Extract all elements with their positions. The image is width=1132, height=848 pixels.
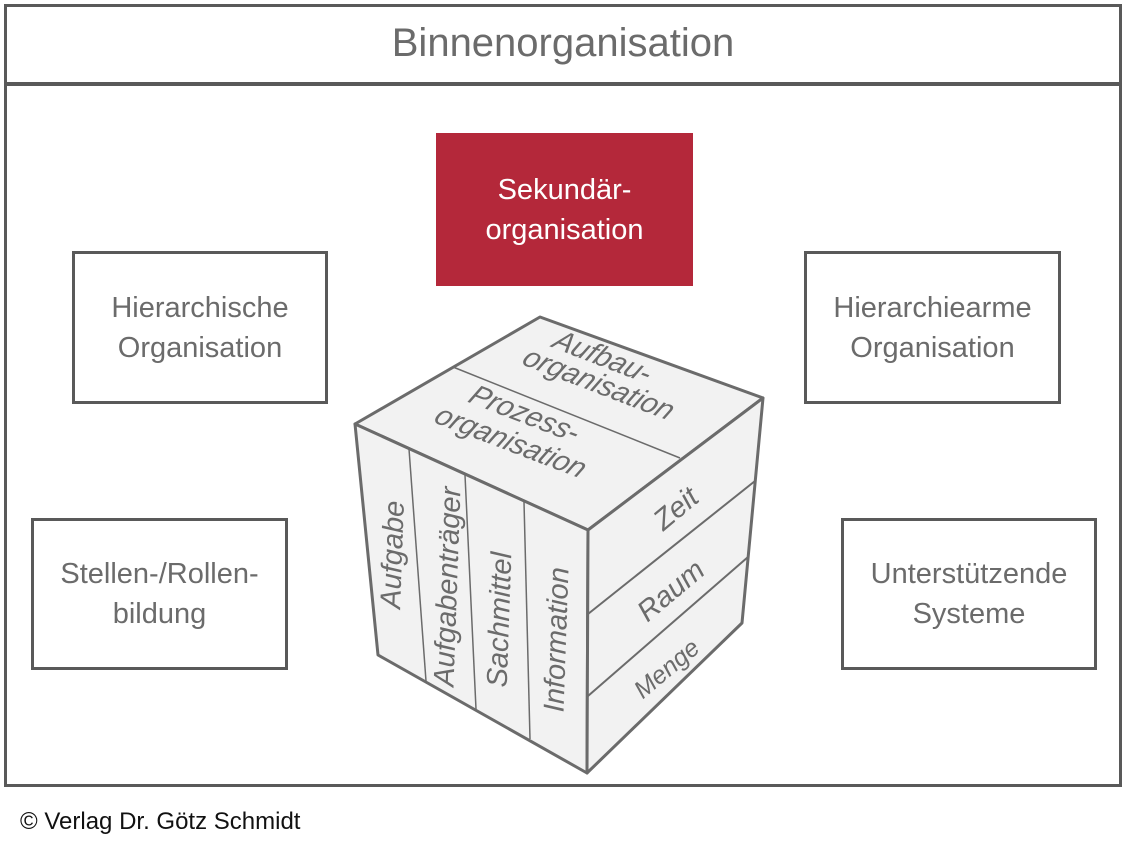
side-divider: [587, 480, 756, 615]
top-divider: [452, 366, 681, 459]
stellen-rollenbildung-box: Stellen-/Rollen-bildung: [31, 518, 288, 670]
information-label: Information: [538, 567, 575, 713]
box-line: Stellen-/Rollen-: [60, 558, 259, 590]
copyright-footer: © Verlag Dr. Götz Schmidt: [20, 808, 301, 835]
sekundaer-line1: Sekundär-: [497, 173, 632, 206]
sekundaerorganisation-box: Sekundär- organisation: [436, 133, 693, 286]
side-divider: [587, 556, 749, 697]
box-line: Unterstützende: [870, 558, 1068, 590]
diagram-frame: [4, 4, 1122, 787]
box-line: bildung: [112, 598, 207, 630]
cube-side-face: [585, 396, 765, 775]
diagram-title: Binnenorganisation: [4, 4, 1122, 86]
box-line: Systeme: [912, 598, 1026, 630]
sekundaer-line2: organisation: [485, 213, 644, 246]
title-text: Binnenorganisation: [391, 20, 735, 65]
aufgabe-label: Aufgabe: [375, 500, 411, 611]
box-line: Organisation: [850, 331, 1015, 364]
front-divider: [464, 474, 477, 710]
aufgabentraeger-label: Aufgabenträger: [428, 485, 467, 689]
sachmittel-label: Sachmittel: [482, 550, 519, 688]
front-divider: [408, 448, 427, 682]
front-divider: [523, 501, 531, 740]
box-line: Organisation: [117, 331, 283, 364]
box-line: Hierarchiearme: [833, 291, 1032, 324]
box-line: Hierarchische: [111, 291, 289, 324]
